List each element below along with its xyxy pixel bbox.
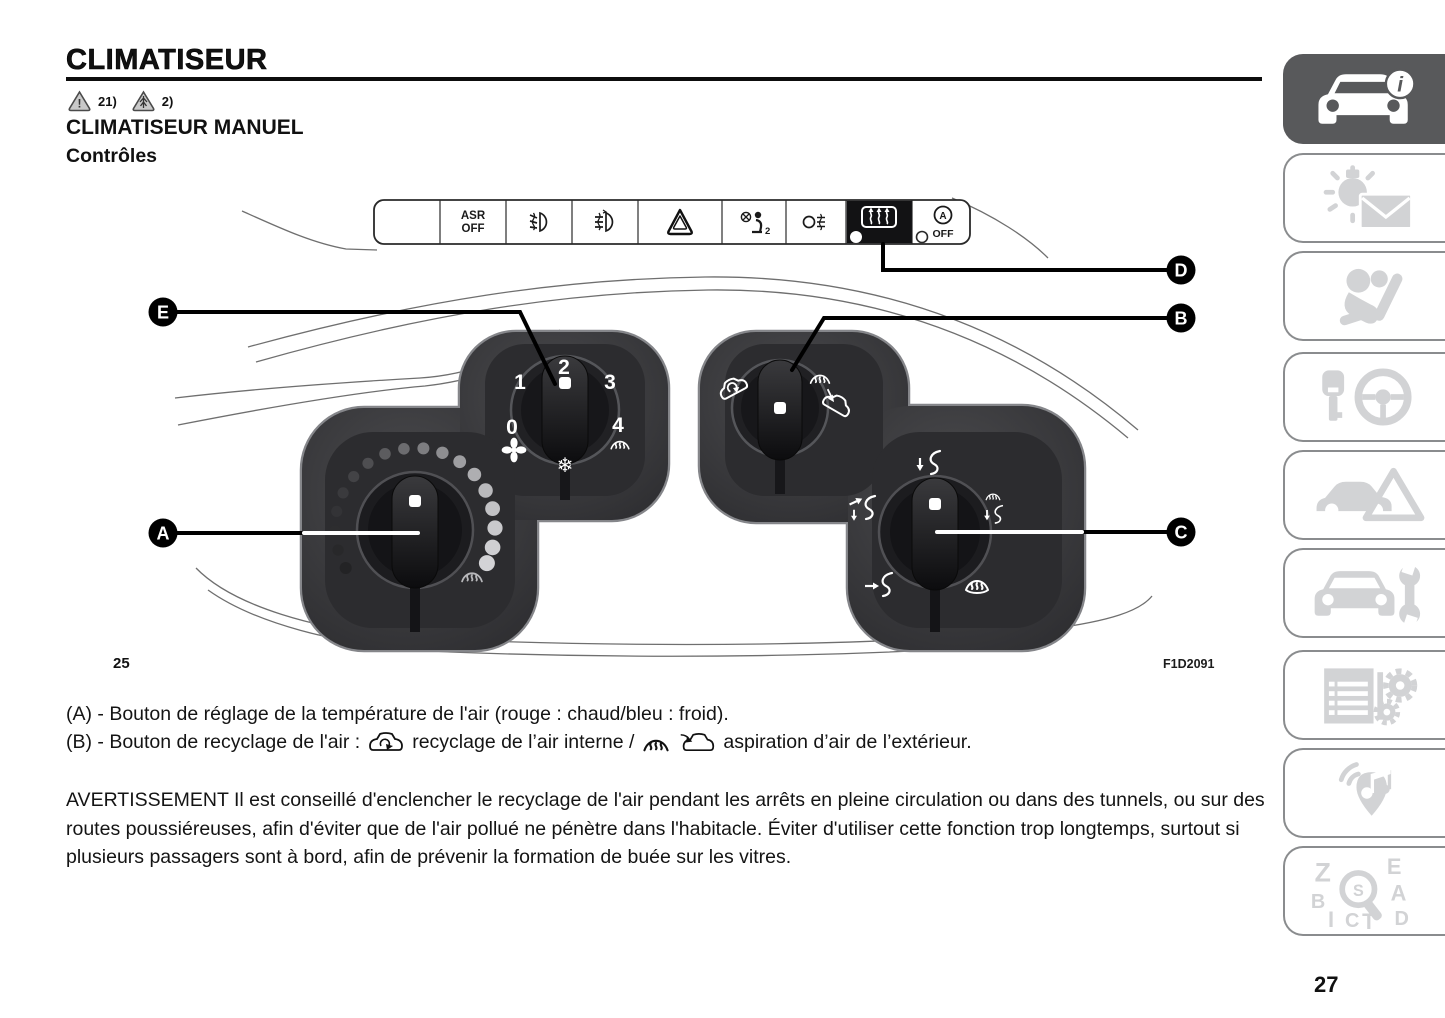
svg-text:2: 2 (765, 226, 770, 237)
svg-text:B: B (1311, 891, 1325, 913)
svg-text:E: E (1387, 854, 1402, 879)
svg-text:2: 2 (558, 356, 570, 379)
windscreen-inline-icon (643, 739, 670, 751)
callout-lines (175, 242, 1169, 535)
environment-tree-icon (132, 90, 155, 112)
outside-air-inline-icon (681, 732, 715, 751)
airbag-icon (1339, 268, 1403, 326)
svg-text:A: A (1391, 881, 1407, 906)
sidebar-tab-safety[interactable] (1283, 251, 1445, 341)
left-control-cluster: 1 2 3 0 4 ❄ (299, 329, 671, 653)
environment-ref: 2) (161, 93, 174, 109)
temperature-scale-dots (329, 442, 503, 574)
warning-ref: 21) (98, 93, 117, 109)
svg-text:I: I (1328, 907, 1334, 929)
outside-air-icon (820, 388, 855, 419)
svg-text:OFF: OFF (462, 223, 485, 235)
auto-off-button: A OFF (933, 205, 955, 240)
strip-led (915, 230, 929, 244)
sidebar-tab-servicing[interactable] (1283, 548, 1445, 638)
nav-music-icon (1338, 762, 1392, 816)
item-a-text: (A) - Bouton de réglage de la températur… (66, 703, 729, 725)
svg-text:A: A (939, 211, 946, 222)
figure-code: F1D2091 (1163, 657, 1215, 671)
climate-controls-figure: ASR OFF 2 (148, 197, 1196, 657)
recirculate-air-inline-icon (369, 731, 404, 751)
rear-window-heater-button (846, 200, 912, 244)
rear-fog-indicator-button (802, 213, 825, 231)
section-heading: CLIMATISEUR MANUEL (66, 116, 304, 139)
item-b-text: (B) - Bouton de recyclage de l'air : rec… (66, 731, 972, 753)
sidebar-tab-starting-driving[interactable] (1283, 352, 1445, 442)
svg-text:i: i (1397, 73, 1404, 96)
car-info-icon: i (1318, 68, 1416, 124)
warning-triangle-icon: ! (68, 90, 91, 112)
dashboard-contours (174, 197, 1153, 657)
svg-text:OFF: OFF (933, 228, 955, 240)
svg-text:C: C (1345, 910, 1359, 929)
svg-text:0: 0 (506, 416, 518, 439)
callout-b: B (1166, 303, 1196, 333)
svg-text:D: D (1175, 261, 1188, 281)
sidebar-tab-multimedia[interactable] (1283, 748, 1445, 838)
bulb-envelope-icon (1323, 165, 1413, 230)
svg-text:Z: Z (1315, 858, 1331, 888)
page-title: CLIMATISEUR (66, 44, 268, 77)
svg-text:E: E (157, 303, 169, 323)
temperature-knob (329, 442, 503, 632)
fan-speed-knob: 1 2 3 0 4 ❄ (501, 354, 630, 500)
svg-text:B: B (1175, 309, 1188, 329)
fan-icon (501, 437, 527, 463)
key-steering-icon (1322, 368, 1412, 426)
svg-text:D: D (1394, 908, 1408, 929)
car-wrench-icon (1314, 561, 1421, 629)
callout-labels: E A D B C (148, 255, 1196, 548)
sidebar-tab-lights-messages[interactable] (1283, 153, 1445, 243)
right-control-cluster (697, 329, 1087, 653)
svg-text:3: 3 (604, 371, 616, 394)
page-number: 27 (1314, 972, 1339, 997)
svg-text:1: 1 (514, 371, 526, 394)
passenger-airbag-off-button: 2 (740, 211, 770, 237)
callout-e: E (148, 297, 178, 327)
callout-d: D (1166, 255, 1196, 285)
svg-text:S: S (1353, 882, 1364, 900)
front-fog-button (529, 211, 548, 233)
reference-notes: ! 21) 2) (67, 90, 173, 112)
spec-sheet-gears-icon (1324, 668, 1418, 726)
sidebar-tab-vehicle-overview[interactable]: i (1283, 54, 1445, 144)
title-rule (66, 77, 1262, 81)
callout-a: A (148, 518, 178, 548)
warning-paragraph: AVERTISSEMENT Il est conseillé d'enclenc… (66, 789, 1265, 868)
heater-led (850, 231, 862, 243)
asr-off-button: ASR OFF (461, 210, 486, 235)
rear-fog-button (595, 209, 614, 233)
sidebar-tab-emergency[interactable] (1283, 450, 1445, 540)
svg-text:4: 4 (612, 414, 624, 437)
recirculate-air-icon (715, 372, 750, 401)
snowflake-icon: ❄ (557, 455, 574, 477)
car-warning-triangle-icon (1316, 467, 1425, 522)
svg-text:ASR: ASR (461, 210, 486, 222)
subsection-heading: Contrôles (66, 145, 158, 167)
svg-text:A: A (157, 524, 170, 544)
figure-number: 25 (113, 655, 130, 672)
hazard-lights-button (667, 208, 693, 236)
dashboard-switch-strip: ASR OFF 2 (373, 199, 971, 245)
callout-c: C (1166, 517, 1196, 547)
windscreen-air-icon (965, 580, 989, 594)
svg-text:C: C (1175, 523, 1188, 543)
svg-text:!: ! (78, 97, 82, 111)
recirculation-knob (715, 358, 855, 494)
sidebar-tab-technical-data[interactable] (1283, 650, 1445, 740)
